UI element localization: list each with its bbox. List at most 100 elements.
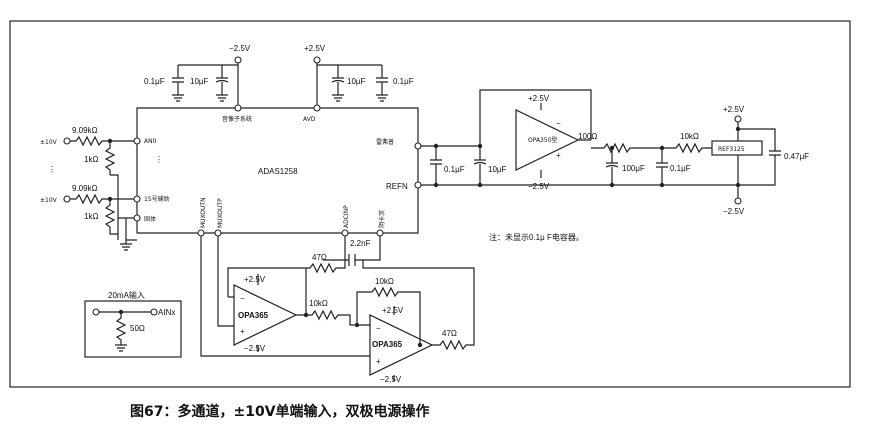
ref-cap-01 — [430, 146, 442, 185]
opa350-symbol — [515, 109, 580, 171]
pos-supply-label: +2.5V — [304, 44, 326, 53]
cap-22n-plates — [348, 254, 356, 266]
cap-01-label-b: 0.1μF — [393, 77, 414, 86]
shunt-resistor-a — [104, 141, 137, 219]
resistor-100-label: 100Ω — [578, 132, 597, 141]
cap-01-ground-a — [172, 77, 184, 102]
input-terminal-a — [63, 137, 71, 145]
resistor-47-top — [306, 260, 346, 274]
ref-cap-10 — [473, 146, 487, 185]
opa365-2-pos-label: +2.5V — [382, 306, 404, 315]
input-resistor-b — [70, 193, 137, 205]
resistor-47-top-label: 47Ω — [312, 253, 327, 262]
ref-node-c — [433, 182, 439, 188]
opa365-1-plus-sign: + — [240, 327, 245, 336]
pin-muxoutp — [214, 229, 222, 237]
resistor-47-out-label: 47Ω — [442, 329, 457, 338]
ref-node-a — [433, 143, 439, 149]
opa365-2-in-node — [354, 322, 360, 328]
cap-01-label-a: 0.1μF — [144, 77, 165, 86]
cap-10-label-b: 10μF — [347, 77, 366, 86]
dvdd-supply-wires — [177, 63, 239, 108]
resistor-10k-mid-label: 10kΩ — [309, 299, 328, 308]
pin-refp — [414, 142, 422, 150]
pin-muxoutp-label: MUXOUTP — [217, 198, 224, 228]
pin-refp-label: 雷弗普 — [376, 138, 394, 146]
resistor-1k-label-a: 1kΩ — [84, 155, 98, 164]
pin-adcinn-label: 阴卡茨 — [378, 210, 386, 228]
inset-node-label: AINx — [158, 308, 175, 317]
common-ground — [117, 218, 137, 251]
ref-node-h — [659, 182, 665, 188]
ref3125-pos-terminal — [734, 115, 742, 123]
figure-caption: 图67：多通道，±10V单端输入，双极电源操作 — [130, 404, 430, 420]
shunt-resistor-b — [104, 199, 118, 235]
cap-10-ground-b — [331, 77, 345, 102]
ref3125-neg-label: −2.5V — [723, 207, 745, 216]
resistor-10k-feedback — [356, 286, 421, 345]
input-voltage-label-a: ±10V — [40, 139, 58, 146]
opa350-label: OPA350型 — [528, 136, 558, 144]
inset-box — [84, 300, 182, 358]
ref-node-d — [477, 182, 483, 188]
inset-terminal-right — [150, 308, 158, 316]
pin-muxoutn-label: MUXOUTN — [200, 197, 207, 228]
pin-muxoutn — [197, 229, 205, 237]
resistor-909k-label-b: 9.09kΩ — [72, 184, 98, 193]
opa365-2-plus-sign: + — [376, 357, 381, 366]
ref3125-label: REF3125 — [718, 146, 745, 153]
pos-supply-terminal — [313, 56, 321, 64]
ref-cap-01-b-label: 0.1μF — [670, 164, 691, 173]
opa365-1-label: OPA365 — [238, 311, 269, 320]
adas-chip-body — [136, 107, 419, 234]
input-voltage-label-b: ±10V — [40, 197, 58, 204]
note-text: 注：未显示0.1μ F电容器。 — [489, 232, 584, 242]
pin-ain15-label: 15号辅助 — [144, 195, 170, 203]
opa365-1-feedback — [227, 267, 307, 316]
resistor-47-out — [362, 260, 475, 351]
opa365-2-out-node — [417, 342, 423, 348]
inset-shunt — [99, 311, 151, 352]
avdd-supply-wires — [316, 63, 383, 108]
ref-cap-100-label: 100μF — [622, 164, 645, 173]
chip-label: ADAS1258 — [258, 167, 298, 176]
opa365-1-minus-sign: − — [240, 294, 245, 303]
opa365-1-symbol — [233, 284, 298, 346]
ref-node-e — [609, 145, 615, 151]
pin-ain0-label: AN0 — [144, 138, 157, 145]
mux-wires — [200, 236, 370, 357]
ref-cap-01-b — [656, 148, 668, 185]
input-node-a — [107, 138, 113, 144]
ref3125-neg-terminal — [734, 197, 742, 205]
ref3125-cap-label: 0.47μF — [784, 152, 809, 161]
opa365-1-neg-label: −2.5V — [244, 344, 266, 353]
pin-refn-label: REFN — [386, 182, 408, 191]
ref3125-cap — [738, 128, 781, 186]
ref-cap-01-label: 0.1μF — [444, 165, 465, 174]
neg-supply-label: −2.5V — [229, 44, 251, 53]
pin-adcinn — [376, 229, 384, 237]
neg-supply-terminal — [234, 56, 242, 64]
pin-dvdd-label: 音像子系统 — [222, 115, 252, 123]
resistor-10k-feedback-label: 10kΩ — [375, 277, 394, 286]
opa350-pos-label: +2.5V — [528, 94, 550, 103]
pin-dvdd — [234, 104, 242, 112]
pin-com-label: 固体 — [144, 215, 156, 223]
input-resistor-a — [70, 135, 137, 147]
ref-bus-wires — [421, 145, 738, 186]
opa365-2-minus-sign: − — [376, 324, 381, 333]
ref-cap-100 — [605, 148, 619, 185]
input-ellipsis: ⋮ — [48, 165, 56, 174]
inset-node — [118, 309, 124, 315]
ref-node-g — [609, 182, 615, 188]
opa365-2-symbol — [369, 314, 434, 376]
pin-ain15 — [133, 195, 141, 203]
cap-22n-label: 2.2nF — [350, 239, 371, 248]
figure-frame — [9, 20, 851, 388]
resistor-1k-label-b: 1kΩ — [84, 212, 98, 221]
opa365-1-pos-label: +2.5V — [244, 275, 266, 284]
opa350-neg-label: −2.5V — [528, 182, 550, 191]
input-node-b — [107, 196, 113, 202]
ref-cap-10-label: 10μF — [488, 165, 507, 174]
